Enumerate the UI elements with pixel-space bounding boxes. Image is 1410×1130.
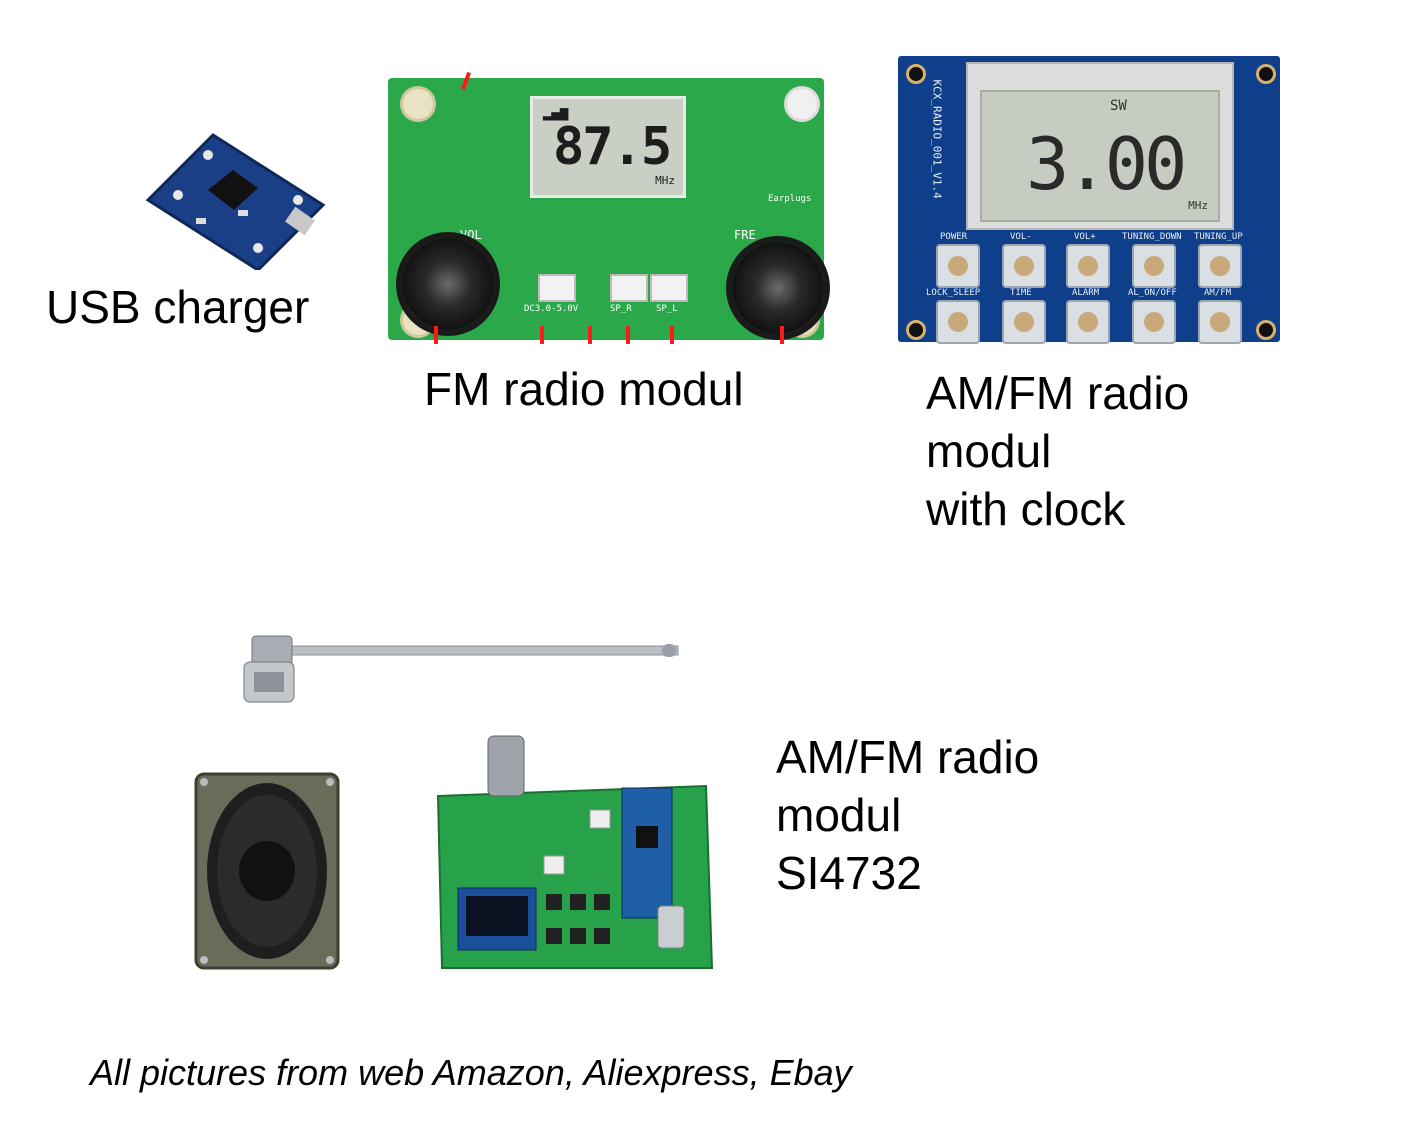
amfm-clock-board-photo: SW 3.00 MHz KCX_RADIO_001_V1.4 POWER VOL… [898, 56, 1280, 344]
red-arrow-indicator [461, 71, 471, 91]
earplug-label: Earplugs [768, 194, 812, 204]
caption-amfm-si4732-line: SI4732 [776, 847, 922, 899]
mount-hole [1256, 64, 1276, 84]
al-onoff-button [1132, 300, 1176, 344]
telescopic-antenna-photo [232, 628, 688, 714]
board-id: KCX_RADIO_001_V1.4 [930, 79, 944, 199]
caption-amfm-clock-line: AM/FM radio [926, 367, 1190, 419]
button-label-time: TIME [1010, 288, 1032, 298]
fm-frequency: 87.5 [553, 117, 672, 177]
am-fm-button [1198, 300, 1242, 344]
speaker-graphic [194, 772, 340, 970]
button-label-vol-down: VOL- [1010, 232, 1032, 242]
button-label-tuning-up: TUNING_UP [1194, 232, 1243, 242]
caption-usb-charger: USB charger [46, 278, 309, 336]
fm-frequency-unit: MHz [655, 174, 675, 187]
amfm-lcd-display: SW 3.00 MHz [980, 90, 1220, 222]
si4732-board-photo [436, 730, 714, 972]
antenna-graphic [243, 635, 679, 703]
button-label-lock-sleep: LOCK_SLEEP [926, 288, 981, 298]
caption-fm-module: FM radio modul [424, 360, 744, 418]
fm-lcd-display: ▂▄▆ 87.5 MHz [530, 96, 686, 198]
band-label: SW [1110, 98, 1127, 114]
knob-right-label: FRE [734, 228, 756, 242]
red-arrow-indicator [434, 326, 438, 344]
connector-speaker-right [610, 274, 648, 302]
red-arrow-indicator [626, 326, 630, 344]
tuning-down-button [1132, 244, 1176, 288]
mount-hole [906, 320, 926, 340]
si4732-board-graphic [436, 735, 714, 969]
mount-hole [906, 64, 926, 84]
fm-radio-board-photo: ▂▄▆ 87.5 MHz Earplugs VOL FRE DC3.0-5.0V… [388, 71, 824, 344]
connector-label: SP_L [656, 304, 678, 314]
caption-usb-charger-text: USB charger [46, 281, 310, 333]
knob-left-label: VOL [460, 228, 482, 242]
mount-hole [1256, 320, 1276, 340]
red-arrow-indicator [540, 326, 544, 344]
alarm-button [1066, 300, 1110, 344]
connector-power [538, 274, 576, 302]
tuning-up-button [1198, 244, 1242, 288]
power-button [936, 244, 980, 288]
button-label-am-fm: AM/FM [1204, 288, 1232, 298]
speaker-photo [192, 770, 342, 972]
time-button [1002, 300, 1046, 344]
caption-fm-module-text: FM radio modul [424, 363, 744, 415]
signal-icon: ▂▄▆ [543, 105, 569, 121]
amfm-display-unit: MHz [1188, 199, 1208, 212]
caption-amfm-clock-line: with clock [926, 483, 1126, 535]
red-arrow-indicator [588, 326, 592, 344]
button-label-alarm: ALARM [1072, 288, 1100, 298]
amfm-display-value: 3.00 [1026, 122, 1187, 206]
button-label-al-onoff: AL_ON/OFF [1128, 288, 1177, 298]
caption-amfm-si4732: AM/FM radio modul SI4732 [776, 728, 1039, 902]
mount-hole [400, 86, 436, 122]
frequency-knob [732, 242, 824, 334]
connector-label: DC3.0-5.0V [524, 304, 579, 314]
button-label-tuning-down: TUNING_DOWN [1122, 232, 1182, 242]
usb-charger-board-graphic [145, 133, 326, 272]
connector-speaker-left [650, 274, 688, 302]
caption-amfm-clock-line: modul [926, 425, 1052, 477]
caption-amfm-si4732-line: modul [776, 789, 902, 841]
vol-down-button [1002, 244, 1046, 288]
lcd-bezel: SW 3.00 MHz [966, 62, 1234, 230]
image-credits: All pictures from web Amazon, Aliexpress… [90, 1052, 852, 1093]
usb-charger-photo [138, 130, 328, 272]
connector-label: SP_R [610, 304, 632, 314]
button-label-power: POWER [940, 232, 968, 242]
red-arrow-indicator [780, 326, 784, 344]
mount-hole [784, 86, 820, 122]
red-arrow-indicator [670, 326, 674, 344]
volume-knob [402, 238, 494, 330]
vol-up-button [1066, 244, 1110, 288]
button-label-vol-up: VOL+ [1074, 232, 1096, 242]
caption-amfm-clock: AM/FM radio modul with clock [926, 364, 1189, 538]
caption-amfm-si4732-line: AM/FM radio [776, 731, 1040, 783]
lock-sleep-button [936, 300, 980, 344]
